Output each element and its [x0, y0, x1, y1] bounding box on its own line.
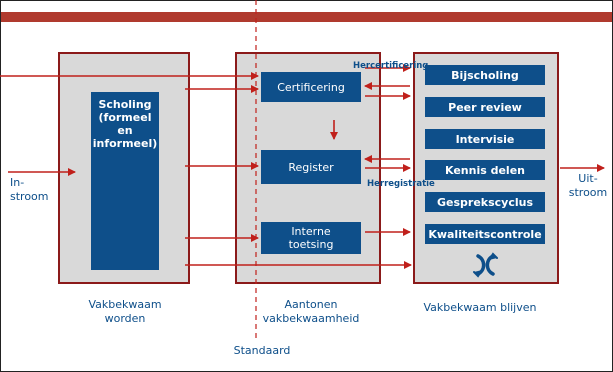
hercertificering-label: Hercertificering [353, 61, 429, 71]
peer-review-label: Peer review [448, 100, 522, 114]
certificering-label: Certificering [277, 80, 345, 94]
intervisie-box: Intervisie [425, 129, 545, 149]
scholing-label: Scholing (formeel en informeel) [92, 98, 158, 150]
kennis-delen-box: Kennis delen [425, 160, 545, 180]
intervisie-label: Intervisie [455, 132, 515, 146]
kwaliteitscontrole-box: Kwaliteitscontrole [425, 224, 545, 244]
column-label-vakbekwaam-blijven: Vakbekwaam blijven [423, 301, 537, 314]
herregistratie-label: Herregistratie [367, 179, 435, 189]
bijscholing-box: Bijscholing [425, 65, 545, 85]
kennis-delen-label: Kennis delen [445, 163, 525, 177]
column-label-vakbekwaam-worden: Vakbekwaam worden [88, 298, 162, 325]
refresh-cycle-icon [473, 252, 498, 278]
title-bar [1, 12, 612, 22]
gesprekscyclus-label: Gesprekscyclus [436, 195, 534, 209]
certificering-box: Certificering [261, 72, 361, 102]
scholing-box: Scholing (formeel en informeel) [91, 92, 159, 270]
uitstroom-label: Uit- stroom [568, 172, 608, 199]
bijscholing-label: Bijscholing [451, 68, 519, 82]
interne-toetsing-box: Interne toetsing [261, 222, 361, 254]
register-label: Register [288, 160, 334, 174]
column-label-aantonen: Aantonen vakbekwaamheid [262, 298, 360, 325]
kwaliteitscontrole-label: Kwaliteitscontrole [428, 227, 542, 241]
interne-toetsing-label: Interne toetsing [288, 225, 334, 251]
instroom-label: In- stroom [10, 176, 49, 203]
peer-review-box: Peer review [425, 97, 545, 117]
standard-label: Standaard [233, 344, 291, 357]
gesprekscyclus-box: Gesprekscyclus [425, 192, 545, 212]
register-box: Register [261, 150, 361, 184]
